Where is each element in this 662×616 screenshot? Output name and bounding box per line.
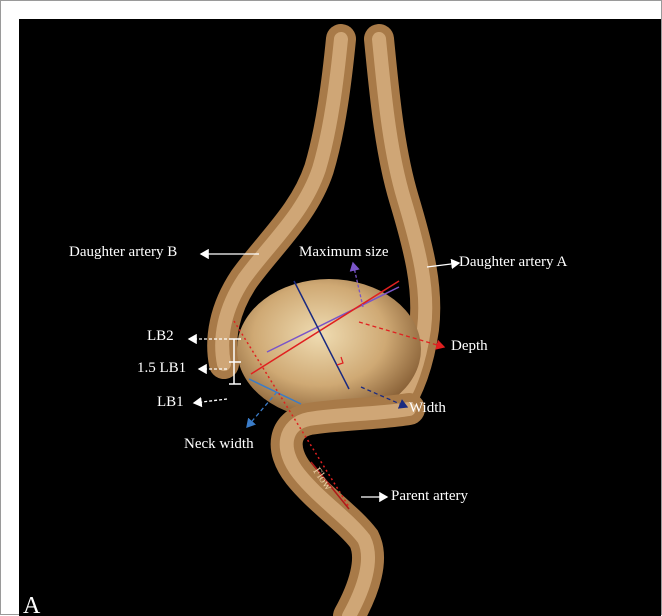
daughter-artery-a-label: Daughter artery A	[459, 255, 567, 270]
parent-artery-label: Parent artery	[391, 489, 468, 504]
lb1-label: LB1	[157, 395, 184, 410]
maximum-size-label: Maximum size	[299, 245, 389, 260]
lb1-1-5-label: 1.5 LB1	[137, 361, 186, 376]
lb1-arrow	[194, 399, 227, 403]
panel-letter: A	[23, 594, 40, 616]
neck-width-label: Neck width	[184, 437, 254, 452]
width-label: Width	[409, 401, 446, 416]
depth-label: Depth	[451, 339, 488, 354]
vessel-render	[19, 19, 661, 616]
lb2-label: LB2	[147, 329, 174, 344]
daughter-artery-b-label: Daughter artery B	[69, 245, 177, 260]
parent-artery-vessel	[287, 409, 409, 616]
angiography-image: Daughter artery B Maximum size Daughter …	[19, 19, 661, 616]
